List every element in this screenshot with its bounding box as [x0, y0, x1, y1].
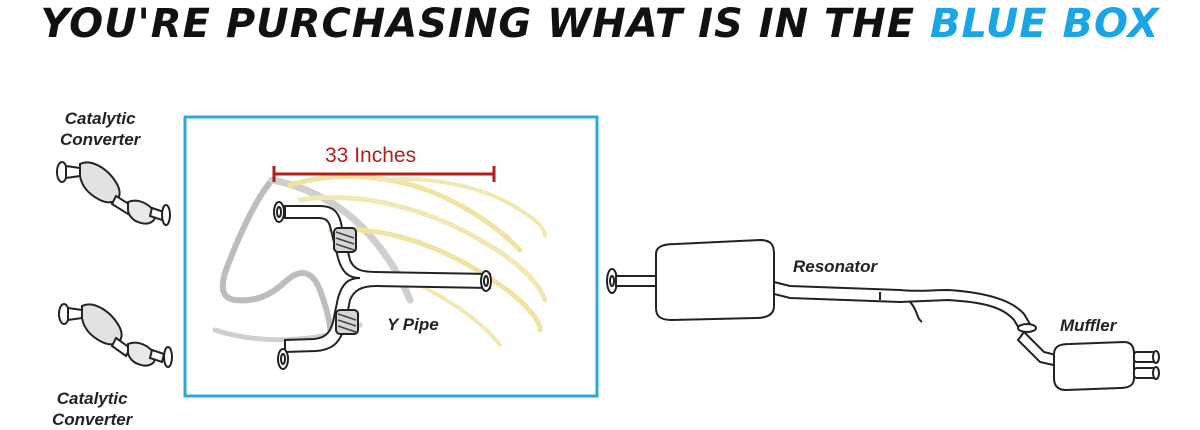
highlight-box — [183, 115, 599, 398]
catalytic-converter-bottom-label: Catalytic Converter — [52, 388, 132, 430]
catalytic-converter-top-label: Catalytic Converter — [60, 108, 140, 150]
catalytic-converter-bottom — [58, 303, 173, 368]
resonator-part — [606, 238, 1037, 333]
catalytic-bottom-line1: Catalytic — [56, 389, 128, 408]
horse-watermark — [212, 174, 548, 347]
resonator-label: Resonator — [793, 257, 878, 276]
catalytic-top-line1: Catalytic — [64, 109, 136, 128]
catalytic-top-line2: Converter — [60, 130, 141, 149]
catalytic-converter-top — [56, 161, 171, 226]
muffler-label: Muffler — [1060, 316, 1117, 335]
muffler-part — [1016, 330, 1160, 392]
catalytic-bottom-line2: Converter — [52, 410, 133, 429]
page-headline: YOU'RE PURCHASING WHAT IS IN THE BLUE BO… — [0, 0, 1200, 48]
headline-main: YOU'RE PURCHASING WHAT IS IN THE — [40, 1, 916, 47]
dimension-label: 33 Inches — [325, 144, 417, 167]
dimension-line — [272, 166, 496, 182]
headline-accent: BLUE BOX — [930, 1, 1160, 47]
y-pipe-label: Y Pipe — [387, 315, 439, 334]
y-pipe-part — [273, 201, 492, 370]
